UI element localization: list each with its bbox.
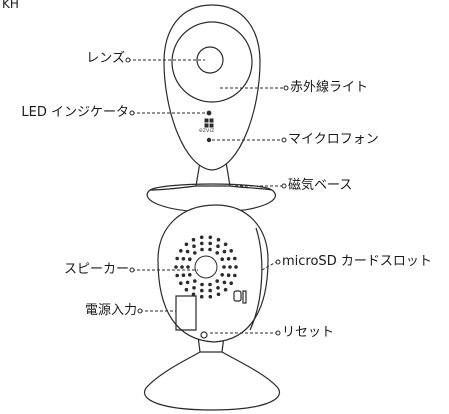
speaker-hole	[175, 256, 179, 261]
speaker-hole	[184, 242, 189, 247]
speaker-hole	[191, 292, 196, 297]
leader-lines	[128, 59, 286, 334]
front-base	[146, 183, 276, 213]
lens-ring	[171, 21, 253, 103]
power-port	[175, 295, 197, 331]
speaker-hole	[192, 286, 196, 290]
speaker-hole	[185, 249, 190, 254]
back-base	[143, 351, 281, 411]
speaker-hole	[220, 273, 224, 277]
speaker-hole	[184, 287, 189, 292]
label-microphone: マイクロフォン	[288, 132, 379, 147]
back-body	[157, 204, 269, 343]
speaker-hole	[229, 281, 233, 286]
speaker-hole	[216, 244, 220, 248]
speaker-hole	[175, 273, 179, 278]
speaker-hole	[216, 237, 221, 242]
speaker-hole	[188, 273, 192, 277]
speaker-hole	[226, 257, 231, 261]
speaker-hole	[234, 265, 238, 269]
front-body	[163, 4, 261, 171]
speaker-hole	[229, 249, 233, 253]
speaker-hole	[222, 280, 227, 285]
leader-endpoints	[125, 57, 289, 336]
speaker-hole	[208, 241, 212, 246]
speaker-hole	[208, 288, 212, 293]
speaker-hole	[222, 249, 227, 254]
reset-button-icon	[200, 331, 208, 339]
speaker-hole	[200, 247, 204, 252]
speaker-hole	[186, 265, 190, 269]
speaker-hole	[192, 244, 196, 248]
speaker-hole	[215, 279, 219, 283]
speaker-hole	[233, 273, 237, 278]
speaker-hole	[208, 235, 213, 240]
label-ir-light: 赤外線ライト	[290, 80, 369, 95]
front-camera	[146, 4, 276, 213]
speaker-hole	[199, 294, 204, 299]
speaker-hole	[179, 281, 183, 286]
ezviz-logo-text: ezviz	[199, 127, 215, 134]
speaker-hole	[193, 279, 197, 283]
speaker-hole	[208, 282, 212, 287]
speaker-hole	[233, 256, 237, 261]
speaker-hole	[200, 241, 204, 246]
microphone-icon	[206, 137, 212, 143]
speaker-grille	[174, 235, 238, 299]
speaker-hole	[200, 282, 204, 287]
speaker-center	[194, 255, 218, 279]
speaker-hole	[223, 242, 228, 247]
speaker-hole	[220, 257, 224, 262]
speaker-hole	[181, 257, 186, 261]
speaker-hole	[181, 273, 186, 278]
speaker-hole	[185, 280, 190, 285]
label-microsd-slot: microSD カードスロット	[282, 254, 432, 269]
speaker-hole	[208, 247, 212, 252]
speaker-hole	[208, 294, 213, 299]
speaker-hole	[199, 235, 204, 240]
speaker-hole	[188, 257, 192, 262]
speaker-hole	[200, 288, 204, 293]
header-text: KH	[2, 0, 19, 11]
speaker-hole	[228, 265, 232, 269]
speaker-hole	[216, 292, 221, 297]
speaker-hole	[222, 265, 226, 269]
label-power-input: 電源入力	[84, 303, 137, 318]
speaker-hole	[180, 265, 184, 269]
speaker-hole	[193, 251, 197, 255]
back-camera	[143, 204, 281, 411]
label-led-indicator: LED インジケータ	[21, 105, 129, 120]
speaker-hole	[223, 287, 228, 292]
label-magnetic-base: 磁気ベース	[288, 178, 353, 193]
led-indicator-icon	[206, 110, 212, 116]
speaker-hole	[216, 286, 220, 290]
lens	[196, 46, 224, 74]
speaker-hole	[215, 251, 219, 255]
label-lens: レンズ	[86, 51, 125, 66]
ezviz-logo-icon	[204, 118, 214, 128]
speaker-hole	[179, 249, 183, 253]
speaker-hole	[174, 265, 178, 269]
speaker-hole	[226, 273, 231, 278]
label-speaker: スピーカー	[63, 262, 129, 277]
label-reset: リセット	[282, 325, 335, 340]
speaker-hole	[191, 237, 196, 242]
